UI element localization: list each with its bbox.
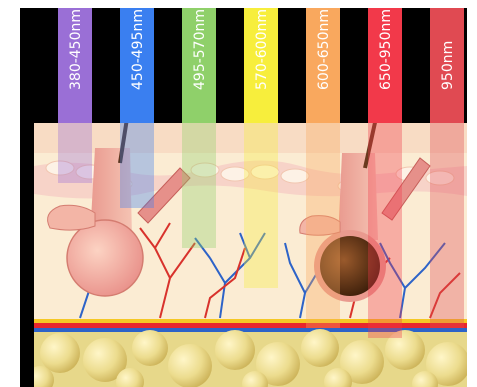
- band-label: 570-600nm: [254, 9, 270, 90]
- band-penetration: [58, 123, 92, 183]
- wavelength-band-3: 495-570nm: [182, 8, 216, 248]
- skin-cross-section-diagram: 380-450nm 450-495nm 495-570nm 570-600nm 600-…: [20, 8, 467, 387]
- wavelength-band-7: 950nm: [430, 8, 464, 328]
- wavelength-band-6: 650-950nm: [368, 8, 402, 338]
- band-penetration: [244, 123, 278, 288]
- band-label: 380-450nm: [68, 9, 84, 90]
- wavelength-band-1: 380-450nm: [58, 8, 92, 183]
- nerve-band: [34, 319, 467, 323]
- band-penetration: [120, 123, 154, 208]
- band-label: 450-495nm: [130, 9, 146, 90]
- wavelength-band-2: 450-495nm: [120, 8, 154, 208]
- band-penetration: [306, 123, 340, 328]
- band-label: 650-950nm: [378, 9, 394, 90]
- band-label: 600-650nm: [316, 9, 332, 90]
- band-penetration: [182, 123, 216, 248]
- band-penetration: [430, 123, 464, 328]
- band-penetration: [368, 123, 402, 338]
- band-label: 950nm: [440, 41, 456, 90]
- artery-band: [34, 323, 467, 328]
- wavelength-band-4: 570-600nm: [244, 8, 278, 288]
- wavelength-band-5: 600-650nm: [306, 8, 340, 328]
- band-label: 495-570nm: [192, 9, 208, 90]
